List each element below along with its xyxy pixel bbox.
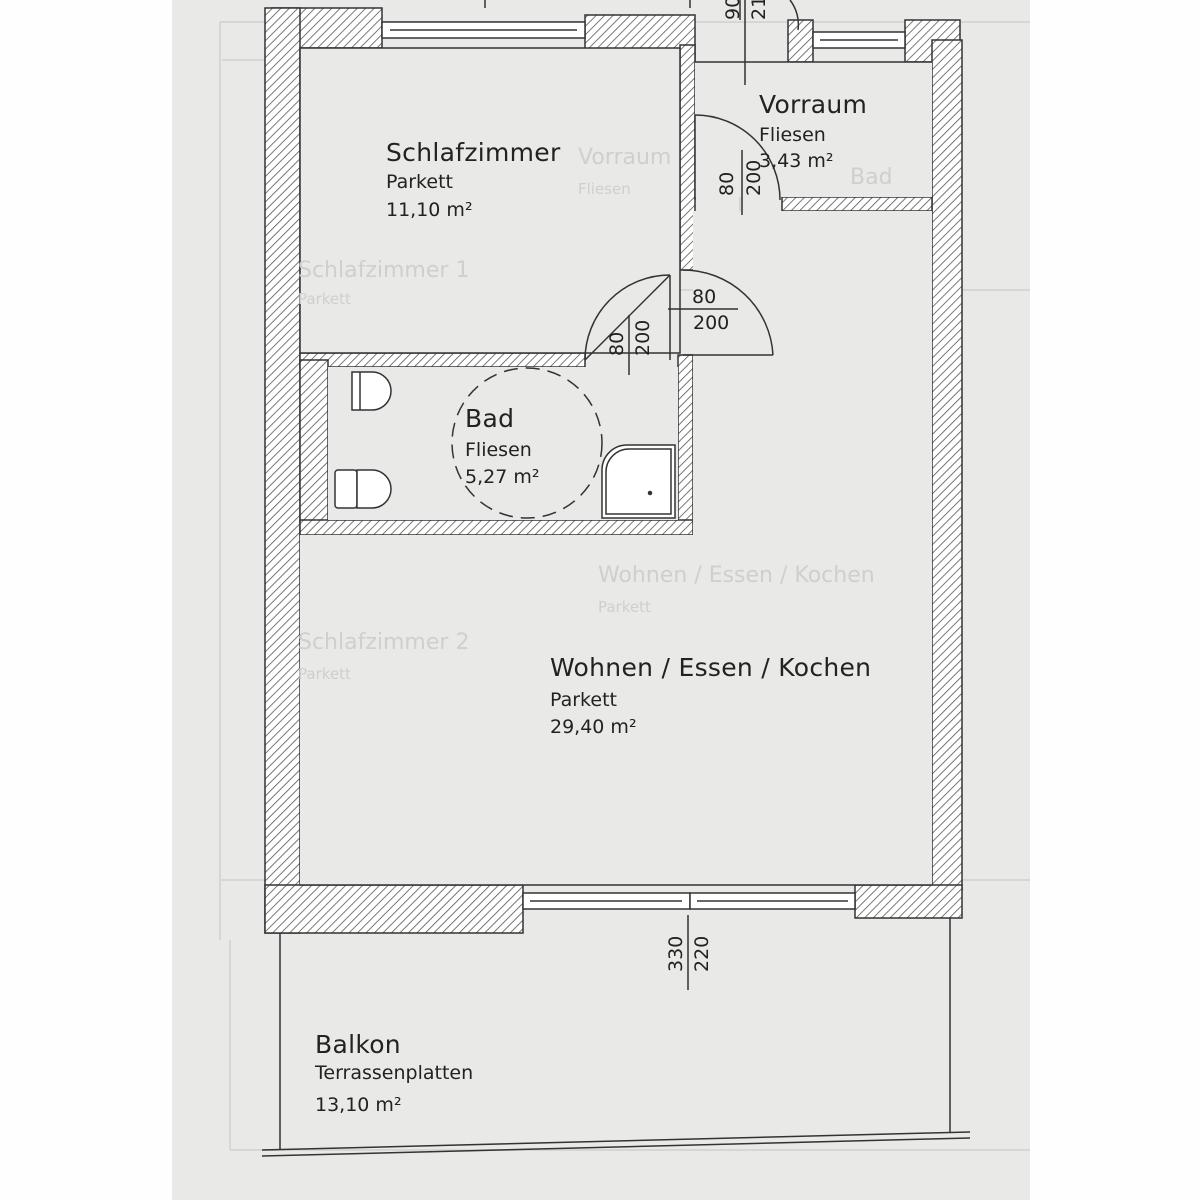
living-door-height: 200 bbox=[693, 312, 730, 334]
walls bbox=[264, 7, 963, 934]
wall-vorraum-bottom bbox=[781, 196, 933, 212]
wall-bath-left bbox=[299, 359, 329, 523]
balcony-door-dim-b: 220 bbox=[691, 935, 713, 972]
bath-door-width: 80 bbox=[606, 331, 628, 356]
room-floor-bad: Fliesen bbox=[465, 439, 532, 461]
ghost-room-2: Schlafzimmer 2 bbox=[298, 630, 470, 655]
room-area-vorraum: 3,43 m² bbox=[759, 150, 834, 172]
room-area-balkon: 13,10 m² bbox=[315, 1094, 402, 1116]
wall-bedroom-bottom bbox=[299, 352, 586, 368]
doors bbox=[584, 0, 800, 361]
bath-fixtures bbox=[334, 371, 676, 519]
room-name-balkon: Balkon bbox=[315, 1030, 401, 1059]
room-floor-balkon: Terrassenplatten bbox=[315, 1062, 474, 1084]
ghost-room-3: Vorraum bbox=[578, 145, 672, 170]
wall-bottom-left bbox=[264, 884, 524, 934]
wall-center-upper bbox=[679, 44, 696, 271]
living-door-width: 80 bbox=[692, 286, 717, 308]
room-name-vorraum: Vorraum bbox=[759, 90, 868, 119]
ghost-room-1-floor: Parkett bbox=[298, 290, 351, 308]
ghost-room-5: Wohnen / Essen / Kochen bbox=[598, 563, 875, 588]
wall-bath-bottom bbox=[299, 519, 694, 536]
wall-right bbox=[931, 39, 963, 891]
turning-circle bbox=[451, 367, 603, 519]
top-dim-left: 90 bbox=[722, 0, 744, 20]
vorraum-door-height: 200 bbox=[743, 159, 765, 196]
room-name-bad: Bad bbox=[465, 404, 515, 433]
ghost-room-4: Bad bbox=[850, 165, 893, 190]
top-dim-right: 21 bbox=[748, 0, 770, 20]
ghost-room-2-floor: Parkett bbox=[298, 665, 351, 683]
ghost-room-5-floor: Parkett bbox=[598, 598, 651, 616]
room-name-schlafzimmer: Schlafzimmer bbox=[386, 138, 561, 167]
room-name-wohnen: Wohnen / Essen / Kochen bbox=[550, 653, 872, 682]
vorraum-door-width: 80 bbox=[716, 171, 738, 196]
room-area-schlafzimmer: 11,10 m² bbox=[386, 199, 473, 221]
wall-outlines bbox=[299, 47, 932, 886]
wall-bath-right bbox=[677, 354, 694, 536]
ghost-room-1: Schlafzimmer 1 bbox=[298, 258, 470, 283]
sink bbox=[351, 371, 392, 411]
bath-door-height: 200 bbox=[632, 319, 654, 356]
room-floor-wohnen: Parkett bbox=[550, 689, 617, 711]
ghost-room-3-floor: Fliesen bbox=[578, 180, 631, 198]
wall-bottom-right bbox=[854, 884, 963, 919]
wall-top-right-a bbox=[787, 19, 814, 63]
toilet bbox=[334, 469, 358, 509]
balcony-door-dim-a: 330 bbox=[665, 935, 687, 972]
windows bbox=[381, 0, 906, 910]
room-floor-schlafzimmer: Parkett bbox=[386, 171, 453, 193]
wall-left bbox=[264, 7, 301, 934]
balcony-outline bbox=[261, 918, 971, 1157]
room-floor-vorraum: Fliesen bbox=[759, 124, 826, 146]
room-area-wohnen: 29,40 m² bbox=[550, 716, 637, 738]
room-area-bad: 5,27 m² bbox=[465, 466, 540, 488]
